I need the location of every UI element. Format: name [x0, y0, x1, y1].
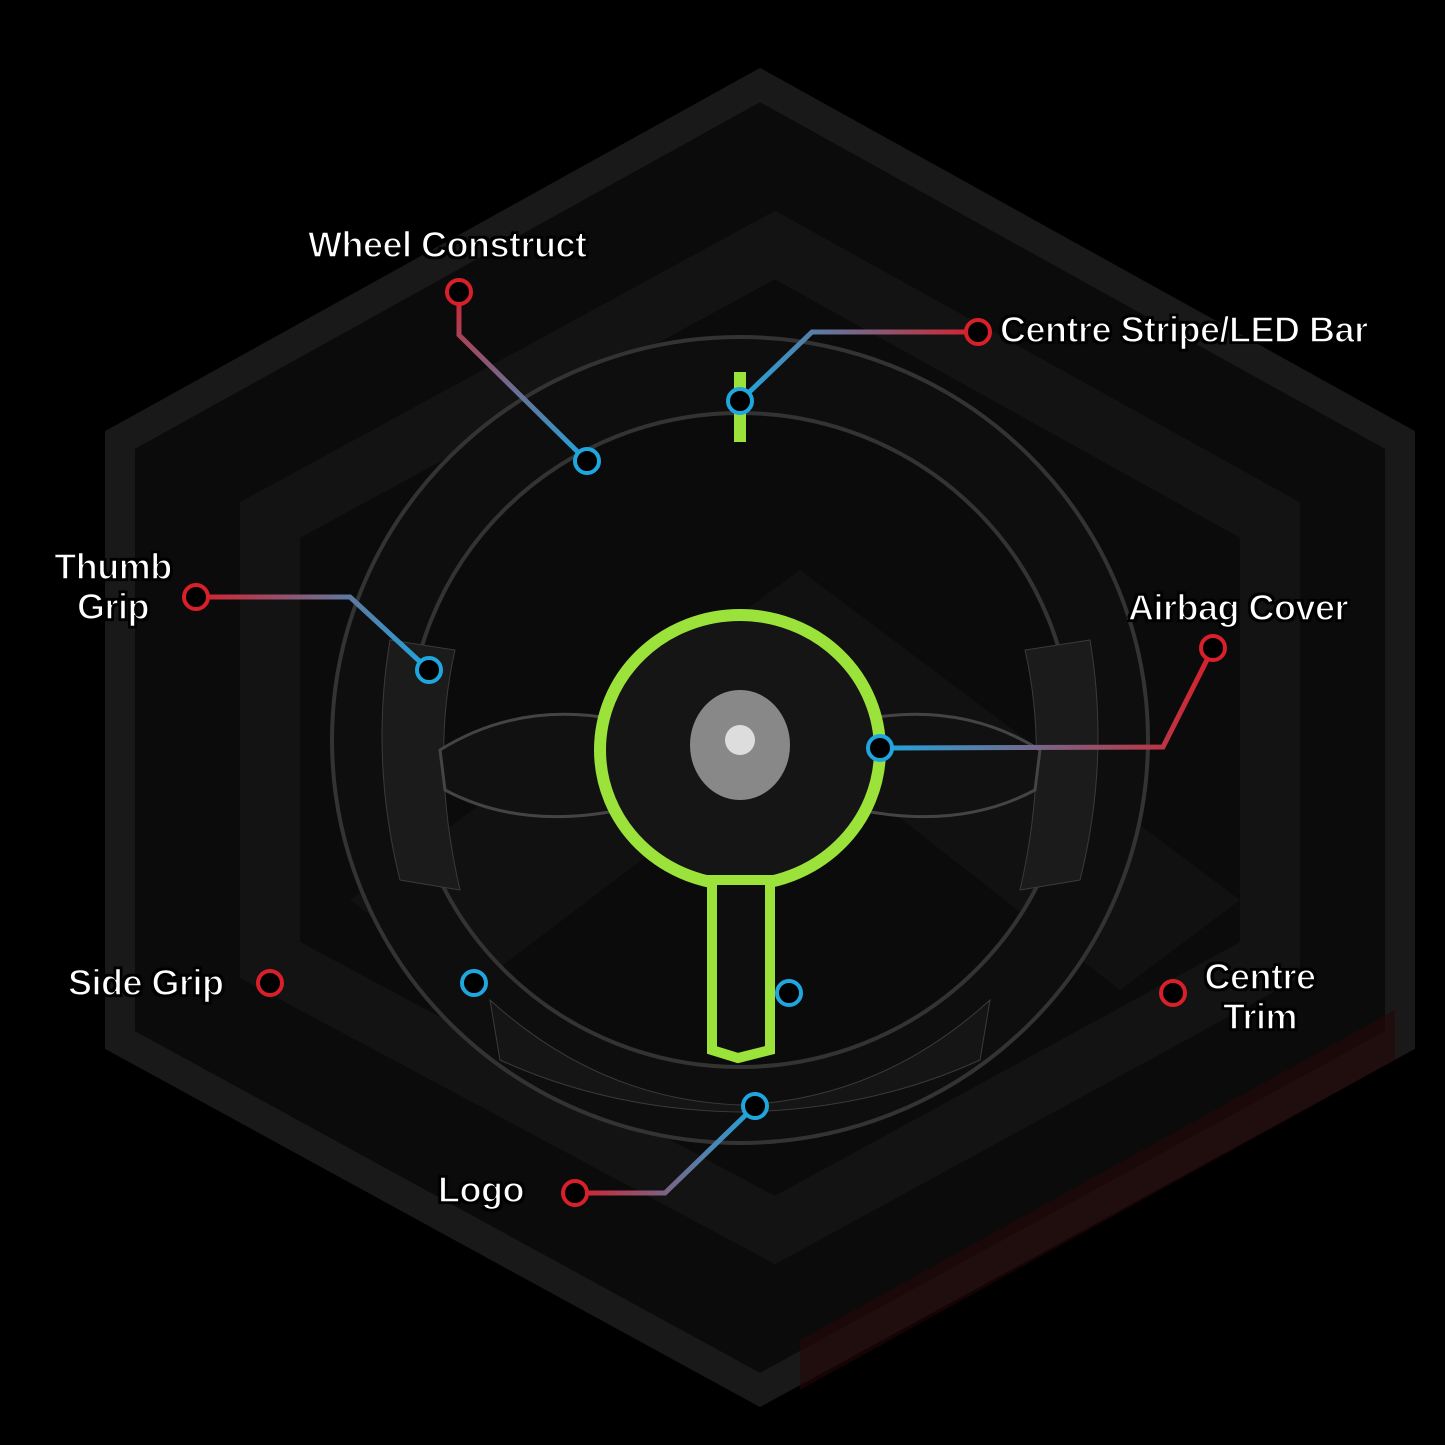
label-thumb-grip: Thumb Grip — [40, 546, 186, 628]
leader-logo — [575, 1104, 757, 1196]
leader-centre-stripe — [738, 329, 978, 403]
leader-wheel-construct — [456, 292, 589, 463]
label-centre-trim-line1: Centre — [1204, 956, 1317, 998]
label-thumb-grip-line1: Thumb — [54, 546, 173, 588]
label-centre-stripe: Centre Stripe/LED Bar — [999, 309, 1369, 351]
label-centre-trim: Centre Trim — [1185, 956, 1335, 1038]
label-centre-trim-line2: Trim — [1222, 996, 1298, 1038]
steering-wheel — [330, 335, 1150, 1145]
label-airbag-cover: Airbag Cover — [1127, 587, 1349, 629]
label-side-grip: Side Grip — [67, 962, 225, 1004]
leader-thumb-grip — [196, 594, 431, 672]
label-logo: Logo — [437, 1169, 525, 1211]
leader-lines — [196, 292, 1216, 1196]
label-thumb-grip-line2: Grip — [76, 586, 150, 628]
leader-endpoints — [182, 278, 1227, 1207]
label-wheel-construct: Wheel Construct — [307, 224, 588, 266]
centre-trim — [707, 875, 775, 1064]
leader-airbag-cover — [879, 646, 1216, 751]
